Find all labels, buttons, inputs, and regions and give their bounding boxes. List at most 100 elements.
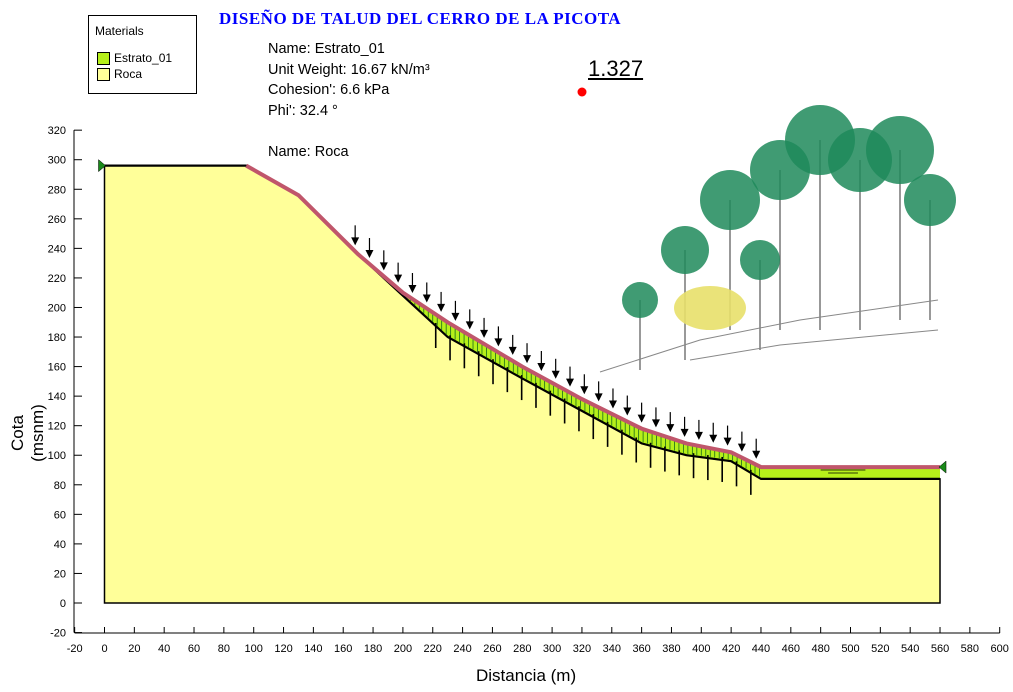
material-properties: Name: Estrato_01 Unit Weight: 16.67 kN/m… bbox=[268, 39, 430, 162]
estrato-swatch bbox=[97, 51, 110, 65]
load-arrow-head bbox=[422, 294, 431, 303]
load-arrow-head bbox=[351, 237, 360, 246]
y-tick-label: 220 bbox=[48, 273, 66, 285]
tree-crown bbox=[622, 282, 658, 318]
diagram-title: DISEÑO DE TALUD DEL CERRO DE LA PICOTA bbox=[219, 9, 622, 28]
cohesion: Cohesion': 6.6 kPa bbox=[268, 82, 390, 98]
y-tick-label: 20 bbox=[54, 568, 66, 580]
load-arrow-head bbox=[666, 424, 675, 433]
load-arrow-head bbox=[680, 428, 689, 437]
tree-crown bbox=[700, 170, 760, 230]
x-tick-label: 560 bbox=[931, 643, 949, 655]
x-tick-label: 580 bbox=[961, 643, 979, 655]
load-arrow-head bbox=[551, 370, 560, 379]
load-arrow-head bbox=[465, 321, 474, 330]
load-arrow-head bbox=[480, 329, 489, 338]
y-tick-label: 80 bbox=[54, 480, 66, 492]
x-tick-label: 540 bbox=[901, 643, 919, 655]
legend-label-estrato: Estrato_01 bbox=[114, 51, 173, 65]
x-tick-label: 500 bbox=[841, 643, 859, 655]
tree-crown bbox=[740, 240, 780, 280]
x-tick-label: 200 bbox=[394, 643, 412, 655]
load-arrow-head bbox=[523, 355, 532, 364]
factor-of-safety: 1.327 bbox=[588, 56, 644, 81]
legend-item-roca: Roca bbox=[97, 67, 142, 81]
x-tick-label: 240 bbox=[453, 643, 471, 655]
left-boundary-marker bbox=[98, 159, 106, 173]
x-tick-label: 320 bbox=[573, 643, 591, 655]
y-tick-label: 260 bbox=[48, 214, 66, 226]
terrain-line bbox=[689, 329, 939, 361]
y-tick-label: 240 bbox=[48, 243, 66, 255]
load-arrow-head bbox=[637, 414, 646, 423]
y-tick-label: 0 bbox=[60, 598, 66, 610]
load-arrow-head bbox=[408, 285, 417, 294]
x-tick-label: -20 bbox=[67, 643, 83, 655]
x-axis-label: Distancia (m) bbox=[476, 666, 577, 685]
x-tick-label: 300 bbox=[543, 643, 561, 655]
unit-weight: Unit Weight: 16.67 kN/m³ bbox=[268, 61, 430, 78]
tree-illustration bbox=[599, 105, 956, 373]
x-tick-label: 140 bbox=[304, 643, 322, 655]
load-arrow-head bbox=[752, 450, 761, 459]
legend-title: Materials bbox=[95, 24, 144, 38]
load-arrow-head bbox=[451, 312, 460, 321]
ground-surface bbox=[245, 163, 940, 470]
tree-crown bbox=[904, 174, 956, 226]
roca-swatch bbox=[97, 67, 110, 81]
x-tick-label: 80 bbox=[218, 643, 230, 655]
x-tick-label: 180 bbox=[364, 643, 382, 655]
x-tick-label: 400 bbox=[692, 643, 710, 655]
y-axis-label: Cota (msnm) bbox=[8, 404, 47, 462]
y-tick-label: 120 bbox=[48, 421, 66, 433]
load-arrow-head bbox=[608, 400, 617, 409]
load-arrow-head bbox=[651, 419, 660, 428]
friction-angle: Phi': 32.4 ° bbox=[268, 102, 338, 119]
load-arrow-head bbox=[537, 362, 546, 371]
x-tick-label: 340 bbox=[603, 643, 621, 655]
load-arrow-head bbox=[365, 250, 374, 259]
legend-item-estrato: Estrato_01 bbox=[97, 51, 172, 65]
x-tick-label: 420 bbox=[722, 643, 740, 655]
y-tick-label: 100 bbox=[48, 450, 66, 462]
load-arrow-head bbox=[566, 378, 575, 387]
x-tick-label: 360 bbox=[632, 643, 650, 655]
y-tick-label: 40 bbox=[54, 539, 66, 551]
load-arrow-head bbox=[623, 407, 632, 416]
x-tick-label: 520 bbox=[871, 643, 889, 655]
y-tick-label: -20 bbox=[50, 628, 66, 640]
y-tick-label: 140 bbox=[48, 391, 66, 403]
x-tick-label: 60 bbox=[188, 643, 200, 655]
material-name-roca: Name: Roca bbox=[268, 143, 349, 160]
load-arrow-head bbox=[437, 303, 446, 312]
x-tick-label: 100 bbox=[245, 643, 263, 655]
shrub bbox=[674, 286, 746, 330]
load-arrow-head bbox=[594, 393, 603, 402]
x-tick-label: 260 bbox=[483, 643, 501, 655]
plot-area bbox=[98, 87, 956, 604]
load-arrow-head bbox=[394, 274, 403, 283]
x-tick-label: 440 bbox=[752, 643, 770, 655]
legend-label-roca: Roca bbox=[114, 67, 143, 81]
y-tick-label: 300 bbox=[48, 155, 66, 167]
y-tick-label: 180 bbox=[48, 332, 66, 344]
load-arrow-head bbox=[379, 262, 388, 271]
x-tick-label: 280 bbox=[513, 643, 531, 655]
y-tick-label: 280 bbox=[48, 184, 66, 196]
load-arrow-head bbox=[709, 434, 718, 443]
x-tick-label: 20 bbox=[128, 643, 140, 655]
material-name-estrato: Name: Estrato_01 bbox=[268, 41, 385, 57]
load-arrow-head bbox=[694, 431, 703, 440]
terrain-line bbox=[599, 299, 939, 373]
load-arrow-head bbox=[508, 346, 517, 355]
load-arrow-head bbox=[737, 443, 746, 452]
tree-crown bbox=[661, 226, 709, 274]
slip-center-marker bbox=[577, 87, 587, 97]
load-arrow-head bbox=[723, 437, 732, 446]
load-arrow-head bbox=[580, 386, 589, 395]
y-tick-label: 320 bbox=[48, 125, 66, 137]
x-tick-label: 120 bbox=[274, 643, 292, 655]
x-tick-label: 40 bbox=[158, 643, 170, 655]
